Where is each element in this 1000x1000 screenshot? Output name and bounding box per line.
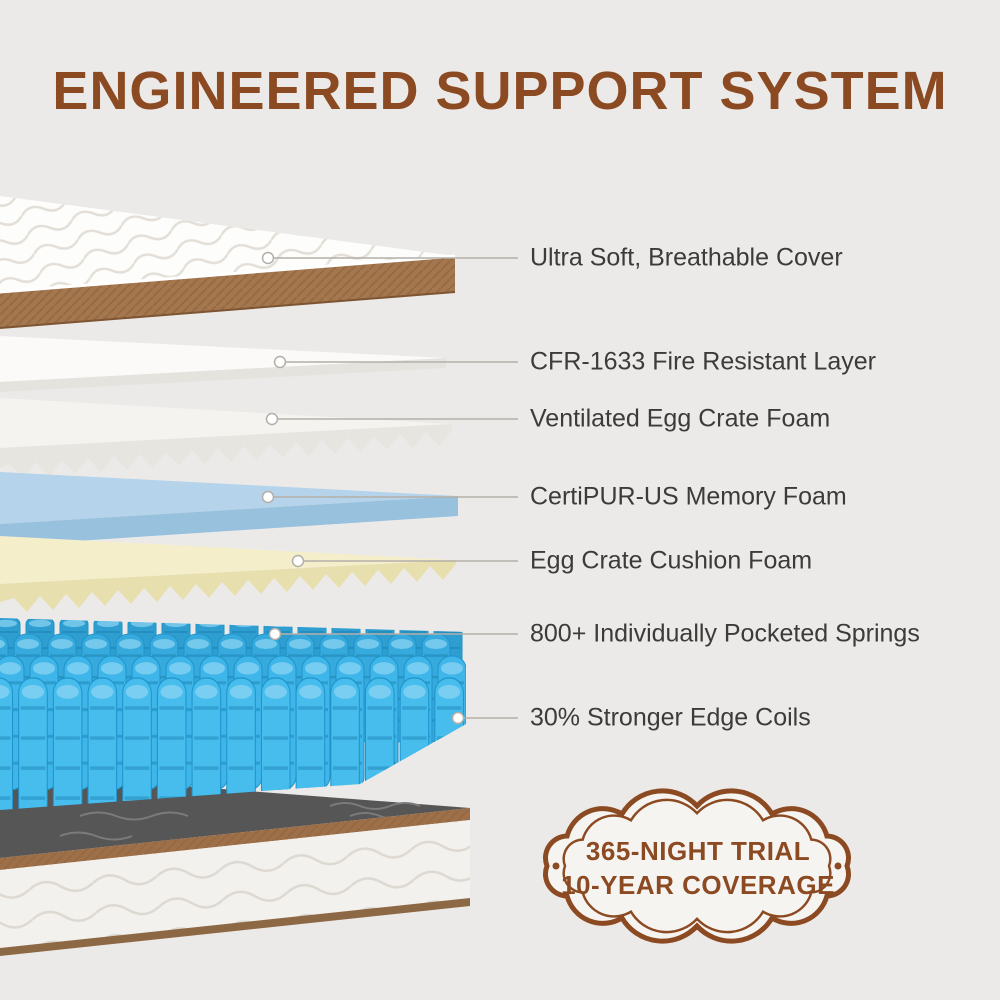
cover-layer <box>0 196 456 329</box>
callout-label-cushion: Egg Crate Cushion Foam <box>530 546 813 575</box>
callout-dot <box>261 490 275 504</box>
callout-label-springs: 800+ Individually Pocketed Springs <box>530 619 920 648</box>
badge-seal <box>545 791 848 941</box>
callout-dot <box>451 711 465 725</box>
badge-trial-text: 365-NIGHT TRIAL <box>585 836 811 866</box>
callout-label-eggcrate: Ventilated Egg Crate Foam <box>530 404 831 433</box>
base-layer <box>0 772 470 956</box>
callout-dot <box>273 355 287 369</box>
callout-lines <box>268 257 518 719</box>
callout-dot <box>265 412 279 426</box>
badge-right-ornament <box>834 862 842 870</box>
callout-label-edgecoils: 30% Stronger Edge Coils <box>530 703 811 732</box>
callout-dot <box>268 627 282 641</box>
cushion-zigzag <box>0 560 456 612</box>
callout-label-fire: CFR-1633 Fire Resistant Layer <box>530 347 876 376</box>
callout-dot <box>291 554 305 568</box>
fire-resistant-layer <box>0 336 446 392</box>
callout-dots <box>261 251 465 725</box>
page-title: ENGINEERED SUPPORT SYSTEM <box>52 61 948 121</box>
memory-foam-layer <box>0 472 458 546</box>
cushion-foam-layer <box>0 536 456 612</box>
callout-label-memory: CertiPUR-US Memory Foam <box>530 482 847 511</box>
callout-label-cover: Ultra Soft, Breathable Cover <box>530 243 843 272</box>
base-top-wave-pattern <box>59 802 421 841</box>
badge-left-ornament <box>552 862 560 870</box>
badge-coverage-text: 10-YEAR COVERAGE <box>561 870 835 900</box>
callout-dot <box>261 251 275 265</box>
egg-crate-foam-layer <box>0 398 452 478</box>
egg-crate-zigzag <box>0 424 452 478</box>
